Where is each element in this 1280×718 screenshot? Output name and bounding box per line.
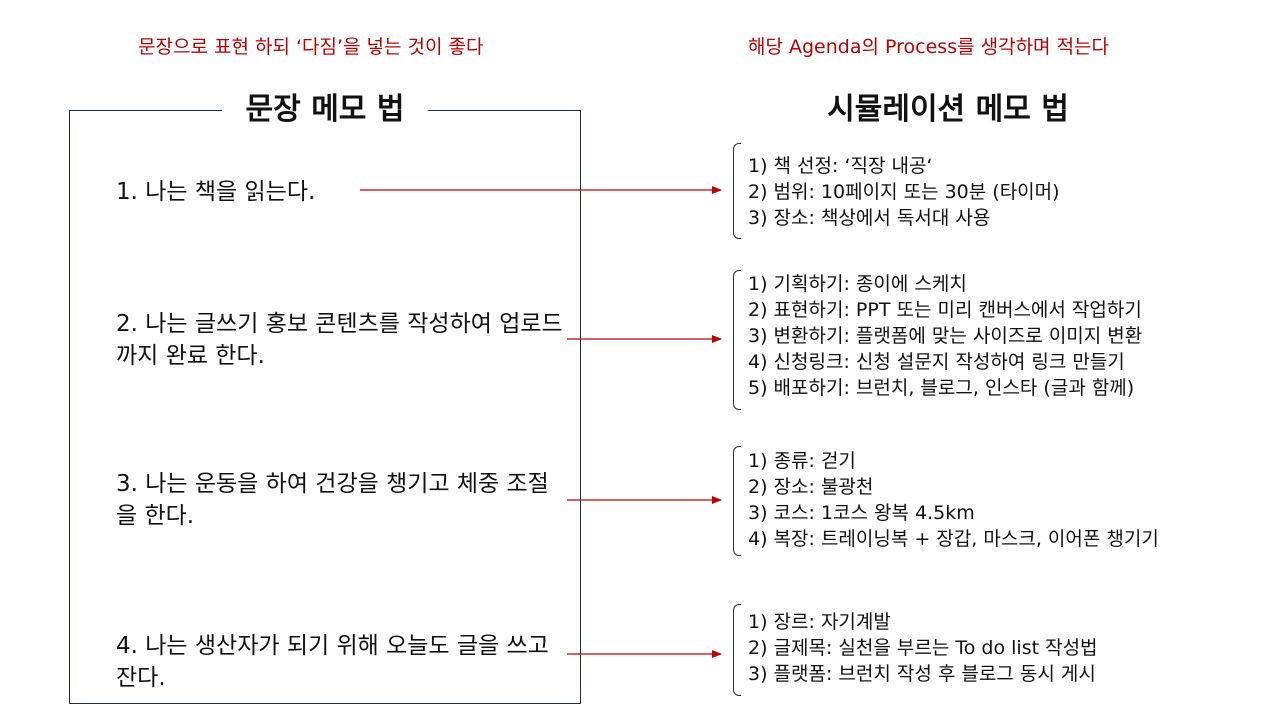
- step-item: 1) 기획하기: 종이에 스케치: [748, 273, 967, 295]
- step-group-bracket-2: [733, 270, 741, 410]
- left-guideline-note: 문장으로 표현 하되 ‘다짐’을 넣는 것이 좋다: [138, 36, 484, 58]
- step-item: 2) 장소: 불광천: [748, 476, 874, 498]
- step-item: 2) 표현하기: PPT 또는 미리 캔버스에서 작업하기: [748, 299, 1142, 321]
- step-item: 4) 신청링크: 신청 설문지 작성하여 링크 만들기: [748, 351, 1125, 373]
- sentence-item-4: 4. 나는 생산자가 되기 위해 오늘도 글을 쓰고 잔다.: [116, 633, 549, 691]
- step-list-1: 1) 책 선정: ‘직장 내공‘ 2) 범위: 10페이지 또는 30분 (타이…: [748, 153, 1060, 231]
- step-item: 3) 변환하기: 플랫폼에 맞는 사이즈로 이미지 변환: [748, 325, 1143, 347]
- right-guideline-note: 해당 Agenda의 Process를 생각하며 적는다: [748, 36, 1110, 58]
- simulation-memo-title: 시뮬레이션 메모 법: [827, 92, 1069, 127]
- step-item: 1) 책 선정: ‘직장 내공‘: [748, 155, 933, 177]
- step-item: 3) 플랫폼: 브런치 작성 후 블로그 동시 게시: [748, 663, 1096, 685]
- step-item: 5) 배포하기: 브런치, 블로그, 인스타 (글과 함께): [748, 377, 1135, 399]
- sentence-item-1: 1. 나는 책을 읽는다.: [116, 179, 316, 205]
- step-list-4: 1) 장르: 자기계발 2) 글제목: 실천을 부르는 To do list 작…: [748, 609, 1098, 687]
- sentence-item-2: 2. 나는 글쓰기 홍보 콘텐츠를 작성하여 업로드까지 완료 한다.: [116, 311, 563, 369]
- step-item: 1) 장르: 자기계발: [748, 611, 891, 633]
- step-list-2: 1) 기획하기: 종이에 스케치 2) 표현하기: PPT 또는 미리 캔버스에…: [748, 271, 1142, 401]
- sentence-item-3: 3. 나는 운동을 하여 건강을 챙기고 체중 조절을 한다.: [116, 471, 549, 529]
- sentence-memo-title: 문장 메모 법: [222, 90, 428, 130]
- step-item: 2) 범위: 10페이지 또는 30분 (타이머): [748, 181, 1060, 203]
- step-list-3: 1) 종류: 걷기 2) 장소: 불광천 3) 코스: 1코스 왕복 4.5km…: [748, 448, 1159, 552]
- step-item: 1) 종류: 걷기: [748, 450, 856, 472]
- step-group-bracket-3: [733, 446, 741, 556]
- step-item: 3) 장소: 책상에서 독서대 사용: [748, 207, 991, 229]
- step-group-bracket-1: [733, 143, 741, 239]
- step-group-bracket-4: [733, 604, 741, 696]
- step-item: 4) 복장: 트레이닝복 + 장갑, 마스크, 이어폰 챙기기: [748, 528, 1159, 550]
- step-item: 3) 코스: 1코스 왕복 4.5km: [748, 502, 975, 524]
- step-item: 2) 글제목: 실천을 부르는 To do list 작성법: [748, 637, 1098, 659]
